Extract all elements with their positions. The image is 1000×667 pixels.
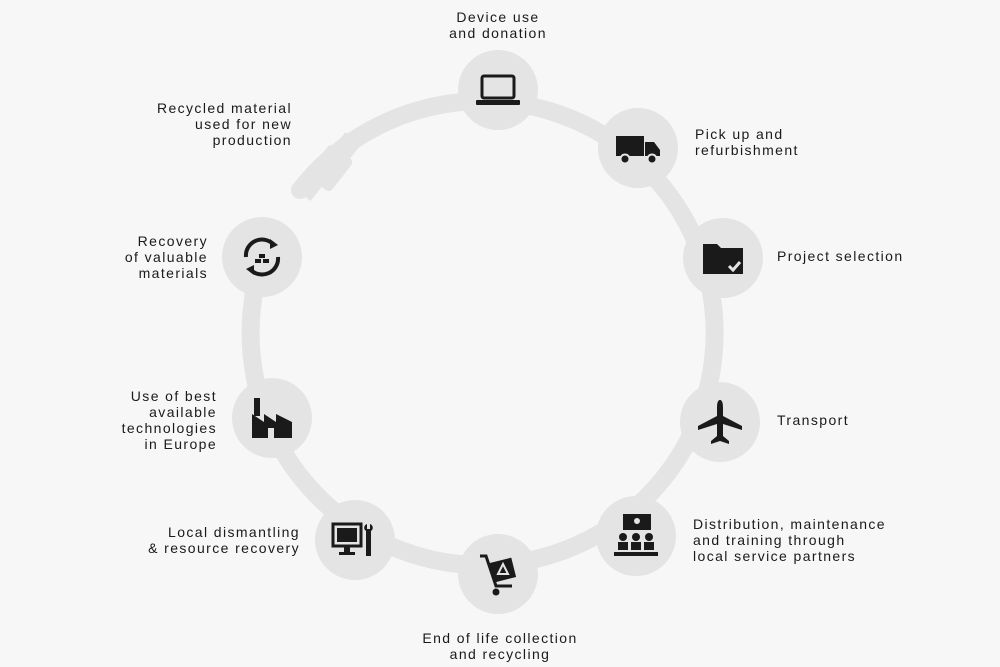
label-distribution: Distribution, maintenance and training t… — [693, 516, 886, 564]
gold-cycle-icon — [243, 237, 281, 277]
factory-icon — [252, 398, 292, 438]
label-project-selection: Project selection — [777, 248, 904, 264]
stage-device-use-node — [458, 50, 538, 130]
plug-icon — [302, 132, 361, 202]
label-recycled: Recycled material used for new productio… — [156, 100, 292, 148]
stage-pickup-node — [598, 108, 678, 188]
folder-check-icon — [703, 244, 743, 274]
label-dismantling: Local dismantling & resource recovery — [148, 524, 300, 556]
label-device-use: Device use and donation — [449, 9, 547, 41]
truck-icon — [616, 136, 660, 165]
label-recovery: Recovery of valuable materials — [124, 233, 208, 281]
stage-distribution-node — [596, 496, 676, 576]
stage-recovery-node — [222, 217, 302, 297]
stage-technologies-node — [232, 378, 312, 458]
stage-dismantling-node — [315, 500, 395, 580]
stage-project-selection-node — [683, 218, 763, 298]
classroom-icon — [614, 514, 658, 556]
monitor-wrench-icon — [331, 522, 373, 556]
recycle-cart-icon — [480, 554, 517, 596]
label-technologies: Use of best available technologies in Eu… — [121, 388, 217, 452]
label-transport: Transport — [777, 412, 849, 428]
airplane-icon — [698, 400, 742, 444]
label-end-of-life: End of life collection and recycling — [422, 630, 578, 662]
laptop-icon — [476, 74, 520, 105]
stage-transport-node — [680, 382, 760, 462]
stage-end-of-life-node — [458, 534, 538, 614]
label-pickup: Pick up and refurbishment — [695, 126, 799, 158]
